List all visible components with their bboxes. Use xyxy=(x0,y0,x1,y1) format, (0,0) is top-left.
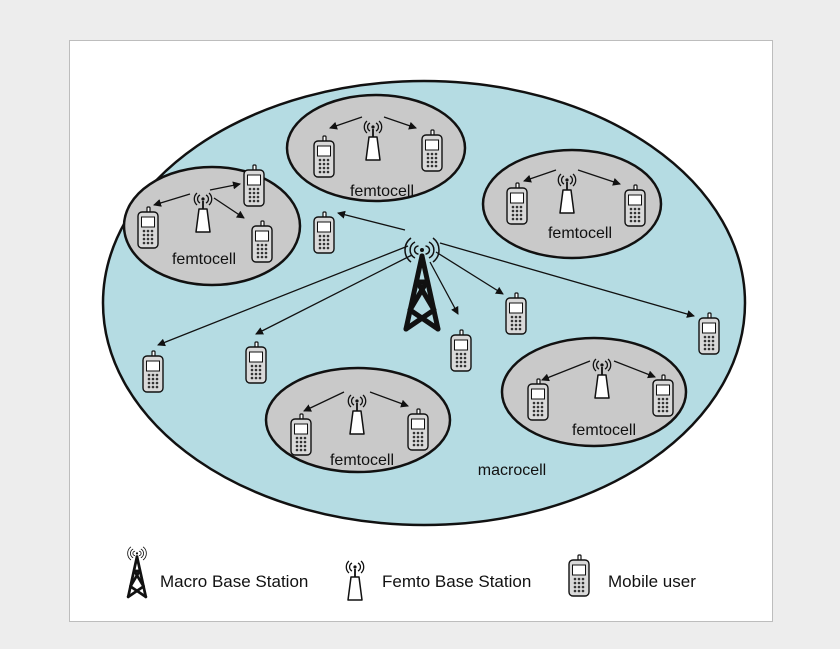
femtocell-label: femtocell xyxy=(172,251,236,268)
femto-link xyxy=(153,193,191,207)
mobile-user xyxy=(313,135,335,178)
femto-link xyxy=(209,181,241,191)
legend: Macro Base Station Femto Base Station Mo… xyxy=(126,545,696,601)
macro-link xyxy=(337,210,406,231)
macro-link xyxy=(157,245,409,347)
macro-link xyxy=(255,254,413,335)
femto-links xyxy=(153,116,656,412)
macro-link xyxy=(439,242,695,318)
femtocell-label: femtocell xyxy=(350,183,414,200)
femto-link xyxy=(577,169,621,186)
mobile-user xyxy=(142,350,164,393)
femto-link xyxy=(303,391,345,412)
mobile-user xyxy=(290,413,312,456)
legend-macro-icon xyxy=(126,545,148,599)
femtocell-label: femtocell xyxy=(330,452,394,469)
mobile-user xyxy=(624,184,646,227)
macro-link xyxy=(429,261,459,315)
legend-femto-label: Femto Base Station xyxy=(382,572,531,591)
macro-links xyxy=(157,210,695,347)
femto-link xyxy=(369,391,409,408)
macro-link xyxy=(435,251,504,295)
mobile-user xyxy=(313,211,335,254)
legend-mobile-icon xyxy=(568,554,590,597)
femtocell-label: femtocell xyxy=(548,225,612,242)
femto-link xyxy=(329,116,363,130)
mobile-user xyxy=(243,164,265,207)
mobile-user xyxy=(137,206,159,249)
femto-link xyxy=(213,197,245,219)
femtocell-area-bottom-right xyxy=(500,336,688,448)
mobile-user xyxy=(505,292,527,335)
mobile-user xyxy=(421,129,443,172)
mobile-user xyxy=(698,312,720,355)
mobile-user xyxy=(251,220,273,263)
legend-macro-label: Macro Base Station xyxy=(160,572,308,591)
mobile-user xyxy=(527,378,549,421)
femtocell-label: femtocell xyxy=(572,422,636,439)
legend-mobile-label: Mobile user xyxy=(608,572,696,591)
legend-femto-icon xyxy=(345,560,365,601)
mobile-user xyxy=(506,182,528,225)
mobile-user xyxy=(245,341,267,384)
mobile-user xyxy=(652,374,674,417)
femto-link xyxy=(383,116,417,130)
femto-link xyxy=(613,360,656,379)
mobile-user xyxy=(407,408,429,451)
mobile-user xyxy=(450,329,472,372)
macrocell-label: macrocell xyxy=(478,462,546,479)
femto-link xyxy=(523,169,557,183)
femto-link xyxy=(541,360,591,382)
